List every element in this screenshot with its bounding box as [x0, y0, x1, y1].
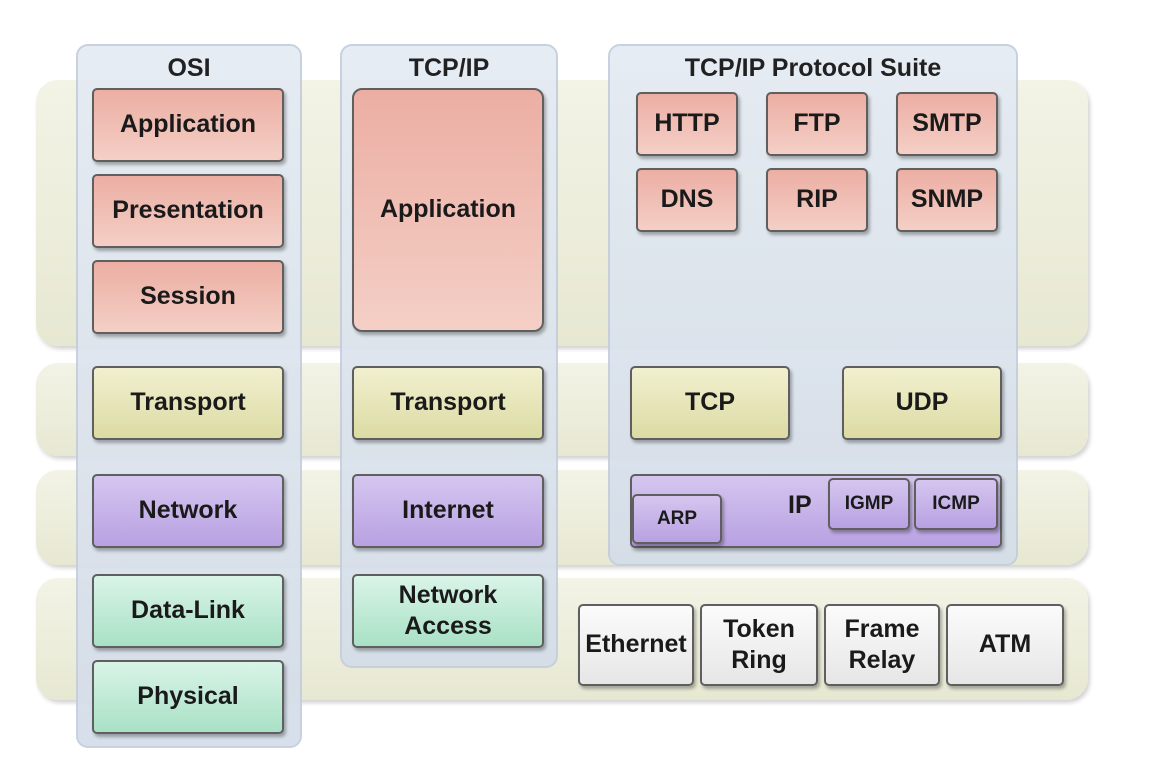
- osi-physical-layer: Physical: [92, 660, 284, 734]
- osi-transport-layer: Transport: [92, 366, 284, 440]
- icmp-protocol: ICMP: [914, 478, 998, 530]
- udp-protocol: UDP: [842, 366, 1002, 440]
- ftp-protocol: FTP: [766, 92, 868, 156]
- osi-data-link-layer: Data-Link: [92, 574, 284, 648]
- arp-protocol: ARP: [632, 494, 722, 544]
- tcp-protocol: TCP: [630, 366, 790, 440]
- tcpip-internet-layer: Internet: [352, 474, 544, 548]
- osi-title: OSI: [167, 54, 211, 82]
- osi-session-layer: Session: [92, 260, 284, 334]
- ethernet-tech: Ethernet: [578, 604, 694, 686]
- suite-title: TCP/IP Protocol Suite: [684, 54, 942, 82]
- atm-tech: ATM: [946, 604, 1064, 686]
- token-ring-tech: Token Ring: [700, 604, 818, 686]
- rip-protocol: RIP: [766, 168, 868, 232]
- snmp-protocol: SNMP: [896, 168, 998, 232]
- tcpip-network-access-layer: Network Access: [352, 574, 544, 648]
- osi-presentation-layer: Presentation: [92, 174, 284, 248]
- frame-relay-tech: Frame Relay: [824, 604, 940, 686]
- smtp-protocol: SMTP: [896, 92, 998, 156]
- osi-network-layer: Network: [92, 474, 284, 548]
- tcpip-application-layer: Application: [352, 88, 544, 332]
- dns-protocol: DNS: [636, 168, 738, 232]
- tcpip-transport-layer: Transport: [352, 366, 544, 440]
- igmp-protocol: IGMP: [828, 478, 910, 530]
- osi-application-layer: Application: [92, 88, 284, 162]
- http-protocol: HTTP: [636, 92, 738, 156]
- tcpip-title: TCP/IP: [408, 54, 490, 82]
- ip-label: IP: [788, 491, 812, 519]
